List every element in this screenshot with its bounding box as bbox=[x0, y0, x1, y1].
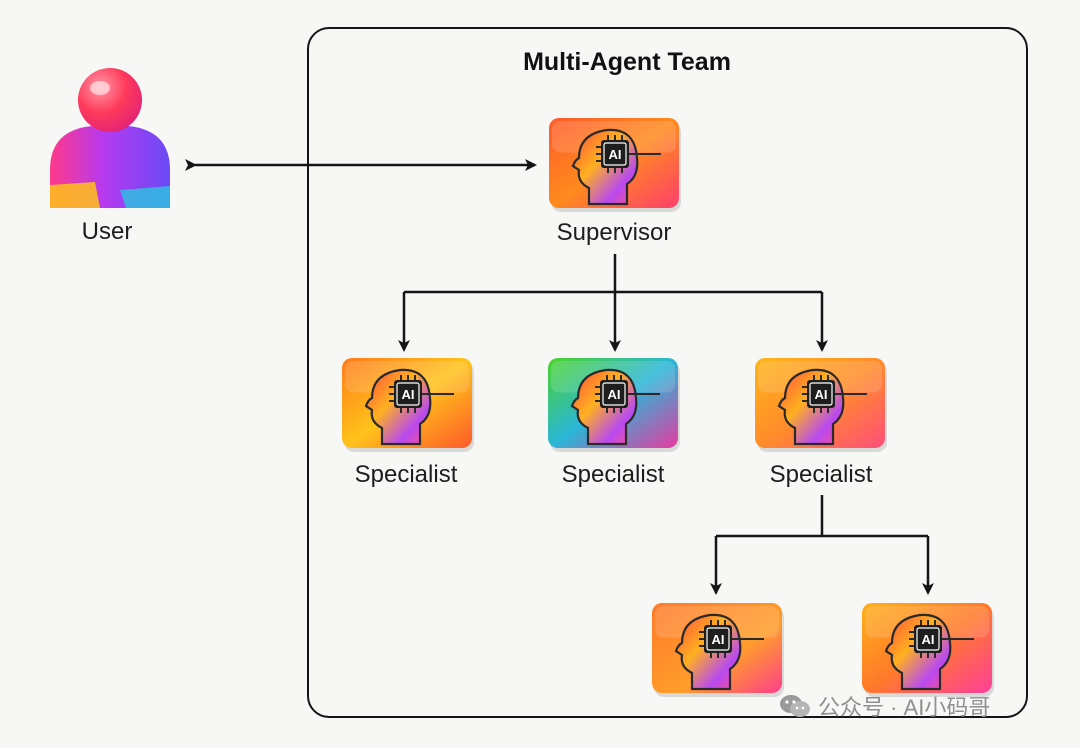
specialist-3-label: Specialist bbox=[769, 461, 873, 488]
ai-chip-icon bbox=[601, 140, 629, 168]
watermark: 公众号 · AI小码哥 bbox=[778, 690, 990, 722]
ai-chip-icon bbox=[704, 625, 732, 653]
multi-agent-team-frame bbox=[307, 27, 1028, 718]
user-label: User bbox=[81, 218, 133, 245]
ai-chip-label: AI bbox=[402, 387, 415, 402]
specialist-3-icon: AI bbox=[755, 358, 887, 452]
ai-chip-icon bbox=[600, 380, 628, 408]
ai-chip-label: AI bbox=[815, 387, 828, 402]
watermark-text: 公众号 · AI小码哥 bbox=[818, 695, 991, 720]
ai-chip-label: AI bbox=[609, 147, 622, 162]
specialist-1-icon: AI bbox=[342, 358, 474, 452]
supervisor-label: Supervisor bbox=[556, 219, 672, 246]
team-title: Multi-Agent Team bbox=[523, 48, 731, 76]
ai-chip-icon bbox=[394, 380, 422, 408]
specialist-2-icon: AI bbox=[548, 358, 680, 452]
ai-chip-label: AI bbox=[712, 632, 725, 647]
sub-agent-2-icon: AI bbox=[862, 603, 994, 697]
ai-chip-icon bbox=[807, 380, 835, 408]
wechat-icon bbox=[780, 695, 810, 717]
connectors bbox=[185, 159, 934, 595]
ai-chip-label: AI bbox=[922, 632, 935, 647]
ai-chip-icon bbox=[914, 625, 942, 653]
user-icon bbox=[50, 68, 170, 208]
supervisor-icon: AI bbox=[549, 118, 681, 212]
ai-chip-label: AI bbox=[608, 387, 621, 402]
sub-agent-1-icon: AI bbox=[652, 603, 784, 697]
specialist-2-label: Specialist bbox=[561, 461, 665, 488]
specialist-1-label: Specialist bbox=[354, 461, 458, 488]
